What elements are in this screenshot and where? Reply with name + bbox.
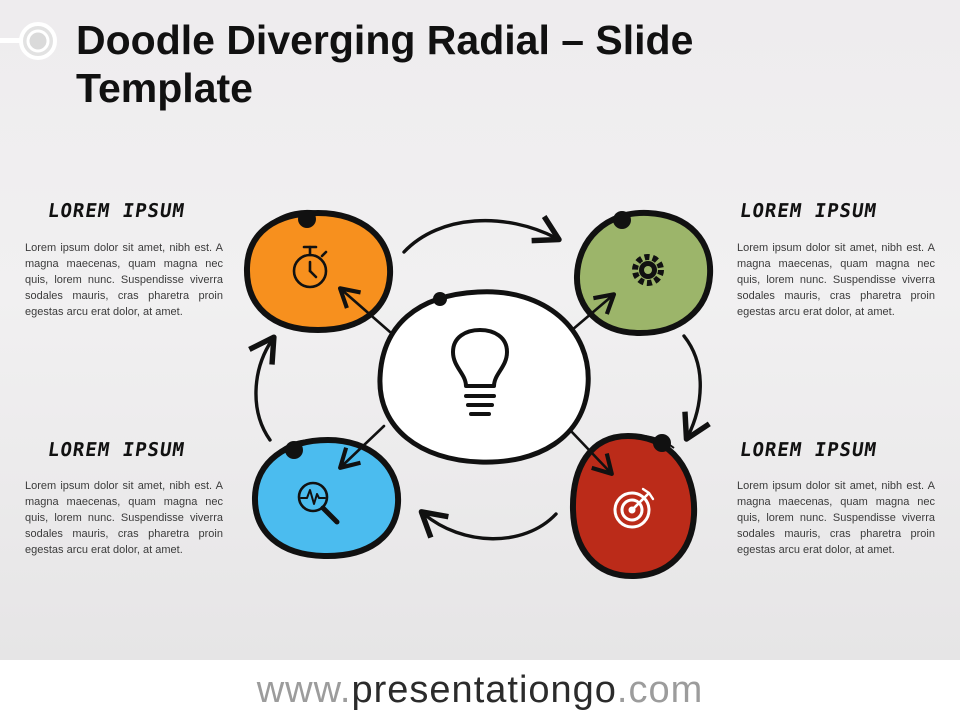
footer-url-suffix: .com xyxy=(616,669,704,711)
item-text-top-right: Lorem ipsum dolor sit amet, nibh est. A … xyxy=(737,242,935,318)
arrow-top xyxy=(402,215,562,254)
footer-url[interactable]: www.presentationgo.com xyxy=(257,669,704,711)
radial-diagram xyxy=(243,209,714,579)
target-icon xyxy=(613,487,655,529)
arrow-bottom xyxy=(418,509,558,541)
footer-url-prefix: www. xyxy=(256,669,352,711)
cycle-arrows xyxy=(248,215,711,541)
pin-icon xyxy=(0,22,57,60)
item-text-top-left: Lorem ipsum dolor sit amet, nibh est. A … xyxy=(25,242,223,318)
arrow-to-bottom-left xyxy=(338,424,386,470)
slide-title: Doodle Diverging Radial – Slide Template xyxy=(76,17,694,111)
footer-url-domain: presentationgo xyxy=(351,669,617,711)
footer: www.presentationgo.com xyxy=(0,660,960,720)
item-text-bottom-left: Lorem ipsum dolor sit amet, nibh est. A … xyxy=(25,480,223,556)
magnifier-pulse-icon xyxy=(297,481,340,525)
stopwatch-icon xyxy=(292,245,328,289)
arrow-to-top-right xyxy=(570,292,617,332)
arrow-to-top-left xyxy=(337,286,392,334)
lightbulb-icon xyxy=(451,328,509,416)
center-node xyxy=(377,289,591,465)
item-text-bottom-right: Lorem ipsum dolor sit amet, nibh est. A … xyxy=(737,480,935,556)
slide-canvas: Doodle Diverging Radial – Slide Template… xyxy=(0,0,960,660)
node-bottom-right xyxy=(569,433,698,579)
arrow-left xyxy=(248,334,277,442)
arrow-to-bottom-right xyxy=(568,428,614,476)
gear-icon xyxy=(632,254,664,286)
connector-arrows xyxy=(337,286,617,476)
arrow-right xyxy=(682,334,711,442)
